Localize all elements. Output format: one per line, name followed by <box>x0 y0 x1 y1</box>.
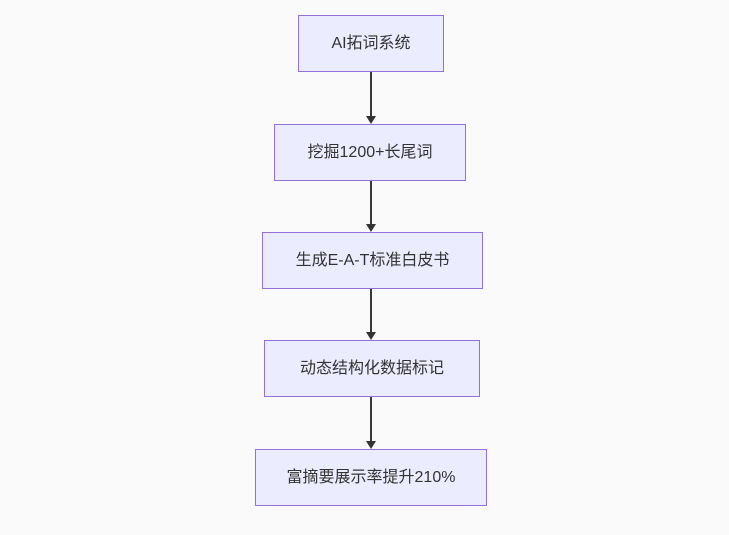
flow-node-longtail-mining: 挖掘1200+长尾词 <box>274 124 466 181</box>
edge-line <box>370 72 372 117</box>
flow-node-rich-snippet-uplift: 富摘要展示率提升210% <box>255 449 487 506</box>
edge-line <box>370 181 372 225</box>
flow-edge-1 <box>366 72 376 124</box>
flow-node-structured-data-markup: 动态结构化数据标记 <box>264 340 480 397</box>
flow-node-label: AI拓词系统 <box>331 34 411 52</box>
flow-edge-2 <box>366 181 376 232</box>
edge-line <box>370 397 372 442</box>
flow-node-ai-keyword-system: AI拓词系统 <box>298 15 444 72</box>
arrowhead-down-icon <box>366 441 376 449</box>
arrowhead-down-icon <box>366 116 376 124</box>
edge-line <box>370 289 372 333</box>
arrowhead-down-icon <box>366 332 376 340</box>
flow-node-eat-whitepaper: 生成E-A-T标准白皮书 <box>262 232 483 289</box>
flow-edge-4 <box>366 397 376 449</box>
flow-edge-3 <box>366 289 376 340</box>
arrowhead-down-icon <box>366 224 376 232</box>
flow-node-label: 动态结构化数据标记 <box>299 359 444 377</box>
flow-node-label: 挖掘1200+长尾词 <box>307 143 433 161</box>
flow-node-label: 生成E-A-T标准白皮书 <box>295 251 450 269</box>
flow-node-label: 富摘要展示率提升210% <box>286 468 456 486</box>
